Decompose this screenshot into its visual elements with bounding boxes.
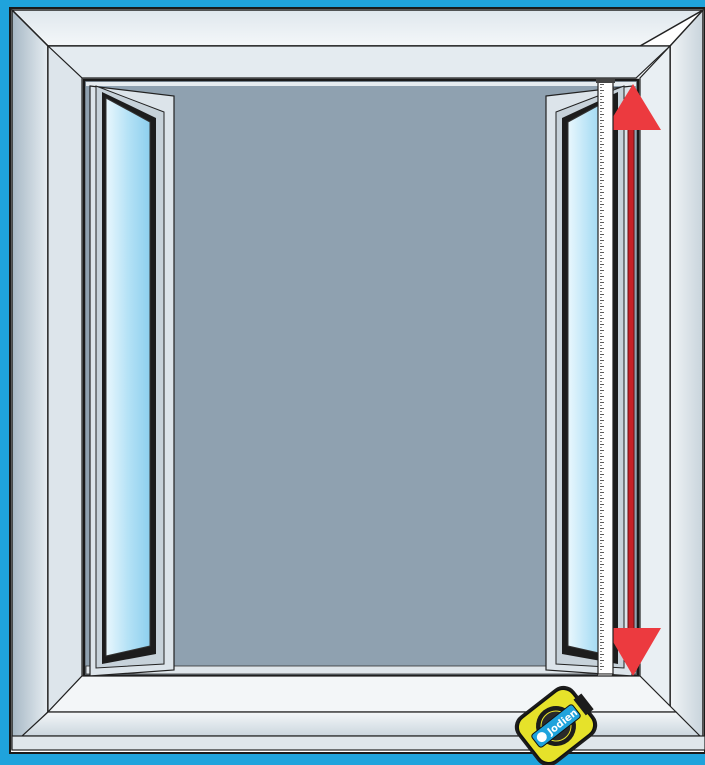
jamb-right: [639, 44, 671, 714]
frame-top-reveal: [10, 9, 705, 47]
frame-left-reveal: [11, 8, 49, 750]
sill-front: [11, 735, 705, 751]
jamb-top: [46, 45, 672, 79]
left-sash: [89, 85, 175, 677]
arrow-up-icon: [605, 84, 661, 130]
opening-top-lip: [86, 82, 636, 86]
window-sill: [11, 675, 705, 751]
jamb-left: [47, 44, 83, 714]
tape-measure-icon: Jodien: [514, 685, 598, 765]
height-measurement-indicator: [605, 84, 661, 676]
left-sash-glass: [105, 97, 151, 657]
measure-line: [627, 127, 635, 631]
arrow-down-icon: [605, 628, 661, 676]
tape-hook: [596, 78, 615, 83]
right-sash: [545, 85, 633, 677]
frame-right-reveal: [669, 8, 704, 750]
sill-top: [20, 711, 702, 737]
